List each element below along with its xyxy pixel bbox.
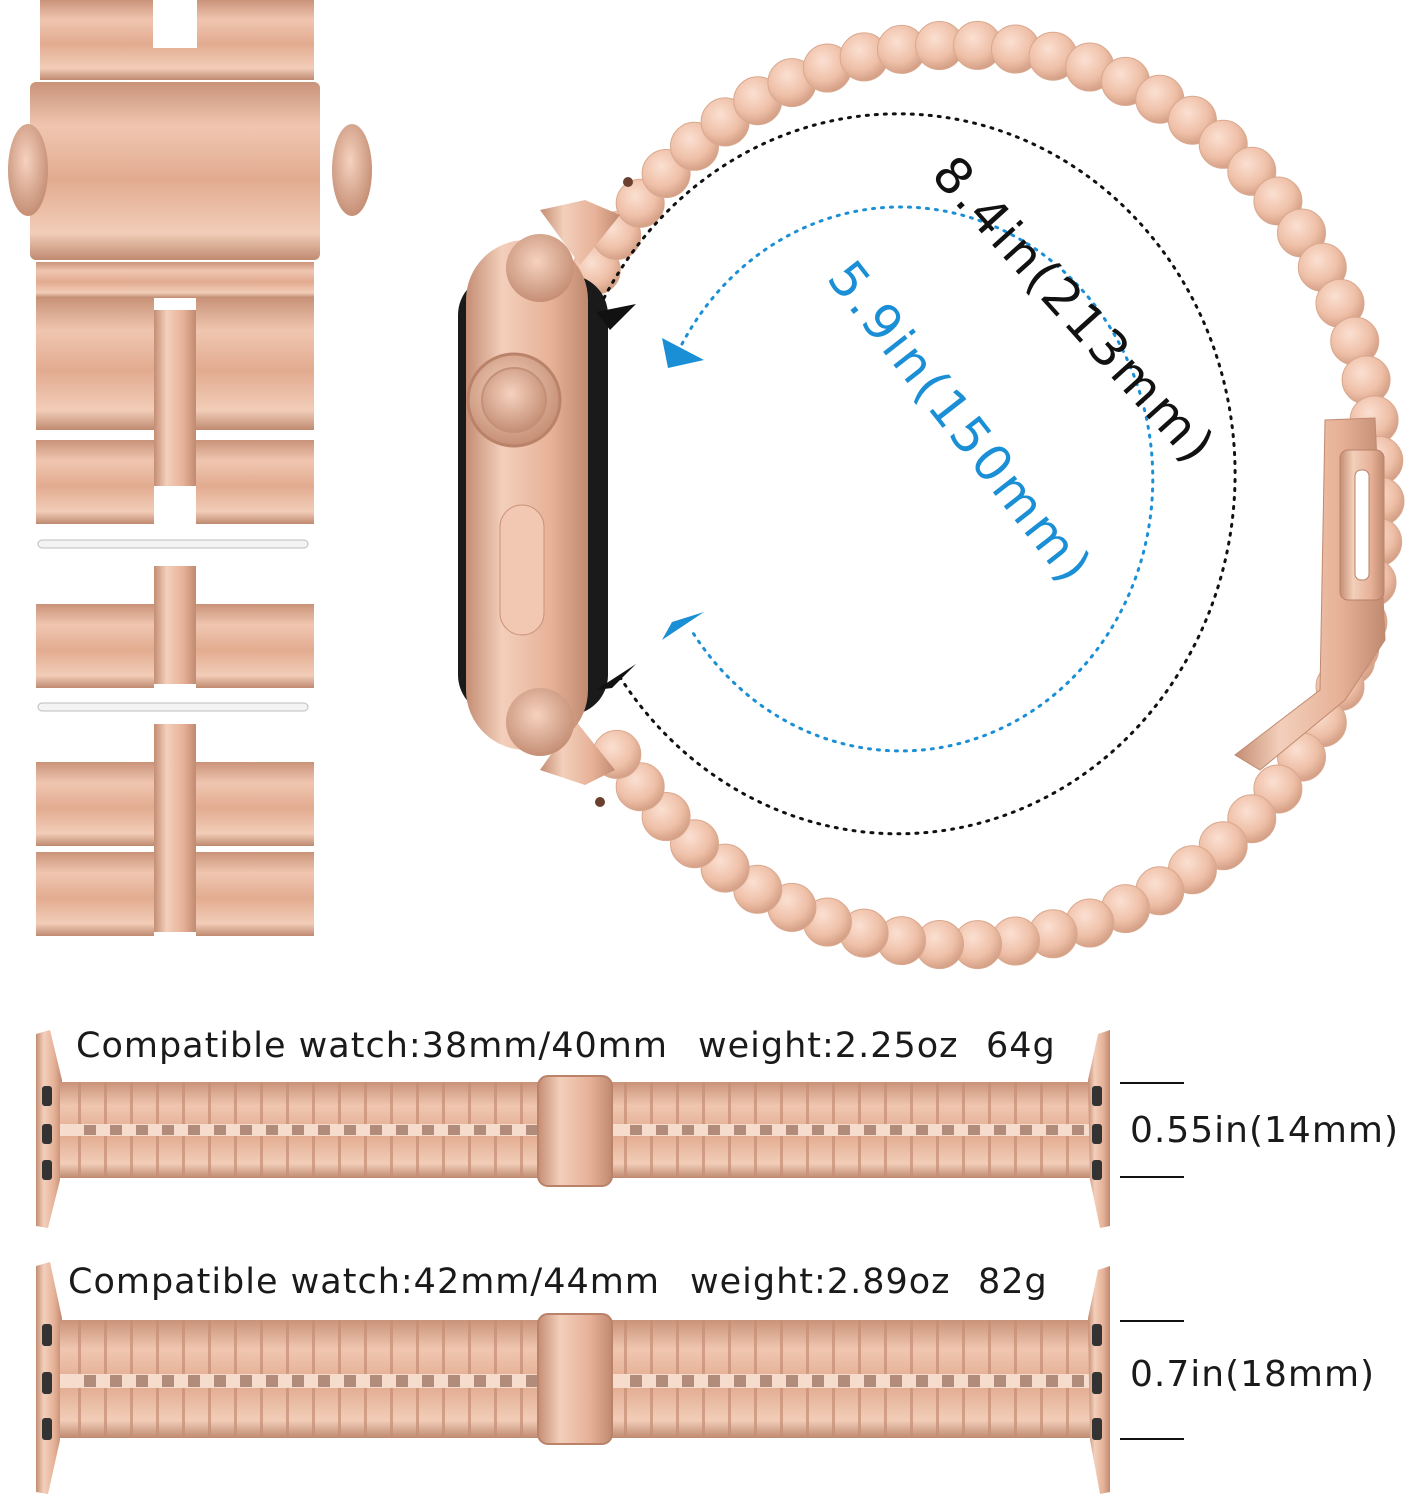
band-link-gap [812,1375,824,1387]
band-link-gap [864,1125,876,1135]
band-link-gap [344,1125,356,1135]
band-link-gap [370,1125,382,1135]
band-link-gap [708,1375,720,1387]
band-link-gap [734,1125,746,1135]
band-link-gap [942,1375,954,1387]
band-1-compat: Compatible watch:38mm/40mm [76,1026,668,1066]
band-42-44-gaps [84,1375,1084,1387]
band-link-gap [162,1125,174,1135]
band-link-gap [396,1125,408,1135]
band-link-gap [188,1375,200,1387]
band-link-gap [162,1375,174,1387]
band-link-gap [812,1125,824,1135]
band-link-gap [448,1375,460,1387]
band-2-width-tick-top [1120,1320,1184,1322]
band-link-gap [942,1125,954,1135]
band-link-gap [110,1375,122,1387]
band-link-gap [994,1375,1006,1387]
band-link-gap [448,1125,460,1135]
band-link-gap [240,1125,252,1135]
band-link-gap [500,1125,512,1135]
band-link-gap [1046,1125,1058,1135]
band-link-gap [734,1375,746,1387]
band-link-gap [500,1375,512,1387]
band-link-gap [396,1375,408,1387]
band-link-gap [786,1125,798,1135]
band-link-gap [292,1375,304,1387]
bracelet-bead [1341,355,1391,405]
band-link-gap [1072,1375,1084,1387]
band-link-gap [474,1375,486,1387]
band-link-gap [136,1125,148,1135]
band-link-gap [786,1375,798,1387]
band-link-gap [1046,1375,1058,1387]
band-link-gap [344,1375,356,1387]
band-link-gap [292,1125,304,1135]
band-link-gap [994,1125,1006,1135]
band-link-gap [266,1125,278,1135]
band-link-gap [214,1375,226,1387]
band-38-40-gaps [84,1125,1084,1135]
band-link-gap [760,1125,772,1135]
band-link-gap [240,1375,252,1387]
band-2-weight: weight:2.89oz [690,1262,951,1302]
band-link-gap [266,1375,278,1387]
band-link-gap [422,1125,434,1135]
band-link-gap [708,1125,720,1135]
band-link-gap [682,1125,694,1135]
band-link-gap [630,1125,642,1135]
band-link-gap [890,1125,902,1135]
band-2-grams: 82g [978,1262,1048,1302]
band-link-gap [370,1375,382,1387]
band-link-gap [838,1125,850,1135]
band-link-gap [630,1375,642,1387]
bracelet-clasp [1234,417,1386,771]
band-38-40 [36,1030,1110,1228]
band-link-gap [214,1125,226,1135]
band-link-gap [916,1375,928,1387]
band-link-gap [1020,1125,1032,1135]
band-1-width-tick-top [1120,1082,1184,1084]
band-link-gap [760,1375,772,1387]
band-1-width-label: 0.55in(14mm) [1130,1110,1400,1151]
band-link-gap [838,1375,850,1387]
band-link-gap [890,1375,902,1387]
band-link-gap [968,1125,980,1135]
band-2-width-tick-bottom [1120,1438,1184,1440]
band-link-gap [864,1375,876,1387]
band-link-gap [110,1125,122,1135]
band-link-gap [968,1375,980,1387]
band-link-gap [136,1375,148,1387]
band-42-44 [36,1262,1110,1494]
band-link-gap [474,1125,486,1135]
band-1-grams: 64g [986,1026,1056,1066]
watch-case [458,177,633,807]
exploded-links [8,0,372,936]
band-1-weight: weight:2.25oz [698,1026,959,1066]
band-link-gap [916,1125,928,1135]
measurement-arcs [596,112,1237,836]
band-link-gap [656,1375,668,1387]
band-2-width-label: 0.7in(18mm) [1130,1354,1376,1395]
band-link-gap [526,1125,538,1135]
band-link-gap [526,1375,538,1387]
band-link-gap [318,1375,330,1387]
band-link-gap [656,1125,668,1135]
band-link-gap [84,1375,96,1387]
band-link-gap [1072,1125,1084,1135]
band-link-gap [1020,1375,1032,1387]
band-1-width-tick-bottom [1120,1176,1184,1178]
band-2-compat: Compatible watch:42mm/44mm [68,1262,660,1302]
band-link-gap [84,1125,96,1135]
band-link-gap [422,1375,434,1387]
band-link-gap [188,1125,200,1135]
band-link-gap [682,1375,694,1387]
band-link-gap [318,1125,330,1135]
